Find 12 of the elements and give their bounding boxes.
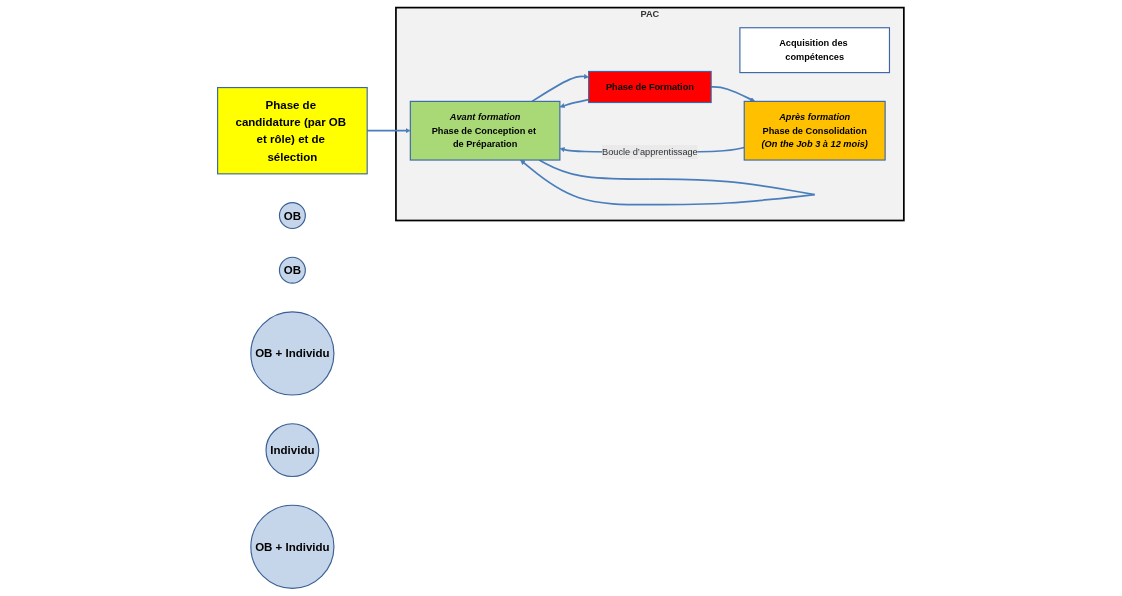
node-box: Phase de candidature (par OB et rôle) et de sélection <box>217 87 368 175</box>
node-box: Phase de Formation <box>588 70 712 104</box>
node-circle: OB <box>279 202 307 230</box>
node-circle: OB + Individu <box>250 504 335 589</box>
node-box: Avant formation Phase de Conception et de Préparation <box>410 100 561 161</box>
arrow <box>520 159 816 206</box>
node-circle: OB <box>279 256 307 284</box>
node-box: Après formation Phase de Consolidation (On the Job 3 à 12 mois) <box>743 100 886 161</box>
node-box: Acquisition des compétences <box>739 27 891 74</box>
node-circle: Individu <box>265 423 320 478</box>
edge-label: Boucle d’apprentissage <box>602 146 698 157</box>
node-circle: OB + Individu <box>250 311 335 396</box>
